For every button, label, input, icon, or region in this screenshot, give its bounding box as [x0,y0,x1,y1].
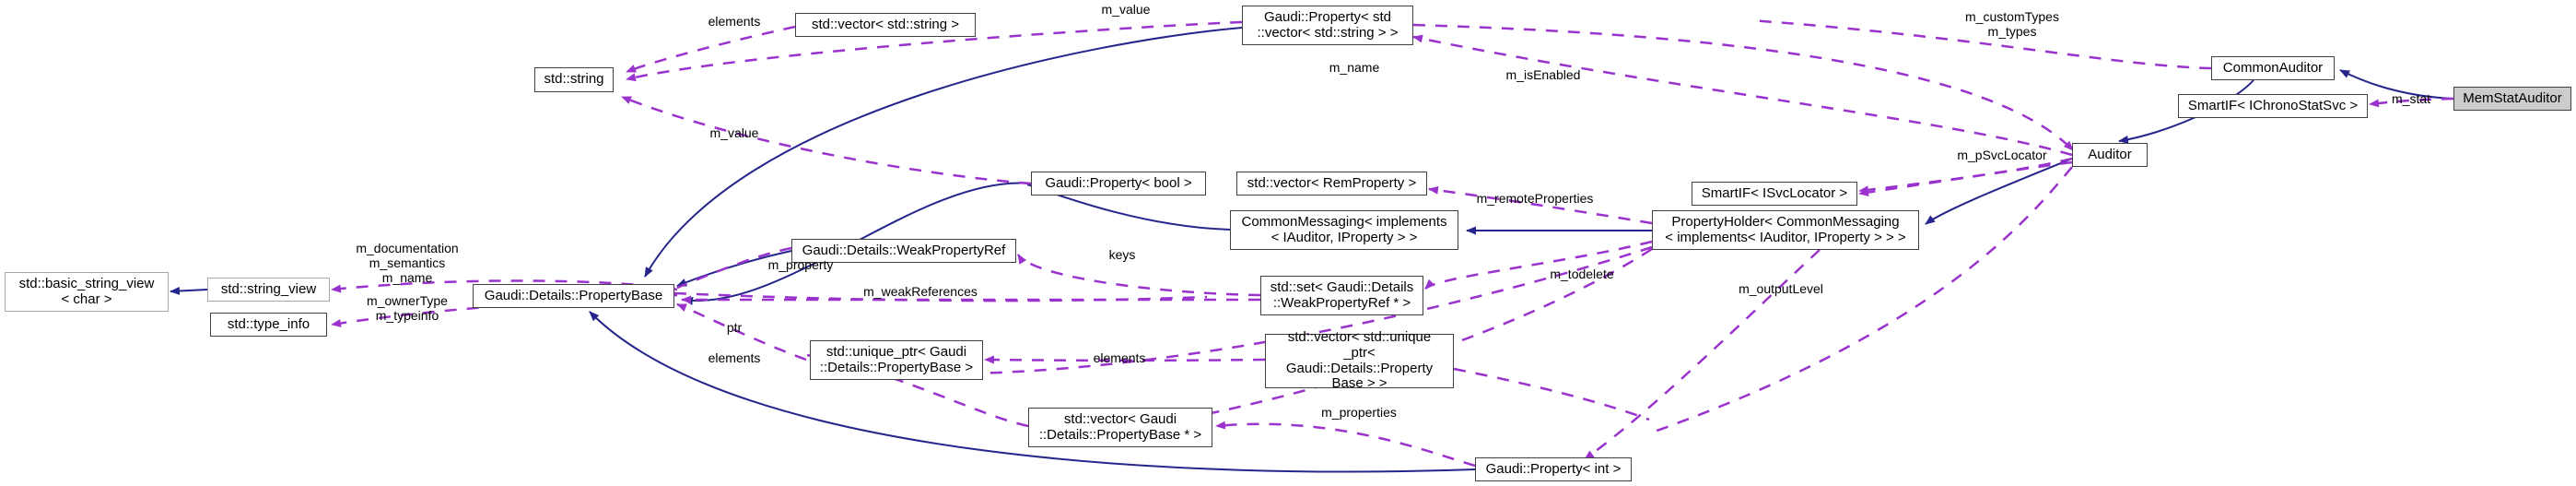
edge-label-m_documentation: m_documentation m_semantics m_name [356,241,459,285]
edge-label-m_value-top: m_value [1101,2,1151,17]
edge-label-m_weakReferences: m_weakReferences [863,284,978,299]
class-node-vector_propertybase_ptr[interactable]: std::vector< Gaudi ::Details::PropertyBa… [1028,408,1212,447]
class-node-type_info[interactable]: std::type_info [210,313,327,337]
edge-label-ptr: ptr [726,320,743,335]
class-node-commonauditor[interactable]: CommonAuditor [2211,56,2335,80]
class-node-set_weakpropertyref[interactable]: std::set< Gaudi::Details ::WeakPropertyR… [1260,276,1423,315]
class-node-property_int[interactable]: Gaudi::Property< int > [1475,457,1632,481]
class-node-basic_string_view[interactable]: std::basic_string_view < char > [5,272,169,312]
class-node-vector_remproperty[interactable]: std::vector< RemProperty > [1236,172,1427,196]
edge-label-m_isEnabled: m_isEnabled [1505,67,1581,82]
class-node-memstatauditor[interactable]: MemStatAuditor [2453,87,2571,111]
edge-label-keys: keys [1108,247,1136,262]
class-node-string_view[interactable]: std::string_view [207,278,330,302]
edge-label-m_pSvcLocator: m_pSvcLocator [1957,148,2047,162]
class-node-smartif_isvclocator[interactable]: SmartIF< ISvcLocator > [1692,182,1857,206]
class-node-vector_string[interactable]: std::vector< std::string > [795,13,976,37]
class-node-propertybase[interactable]: Gaudi::Details::PropertyBase [473,284,674,308]
edge-label-m_ownerType: m_ownerType m_typeinfo [367,293,448,323]
edge-label-elements-top: elements [708,14,761,29]
class-node-property_vector_string[interactable]: Gaudi::Property< std ::vector< std::stri… [1242,6,1413,45]
edge-label-m_outputLevel: m_outputLevel [1739,281,1823,296]
class-node-weakpropertyref[interactable]: Gaudi::Details::WeakPropertyRef [791,239,1016,263]
class-node-std_string[interactable]: std::string [534,67,614,92]
edge-label-m_stat: m_stat [2391,91,2431,106]
class-node-property_bool[interactable]: Gaudi::Property< bool > [1031,172,1206,196]
edge-label-m_customTypes: m_customTypes m_types [1965,9,2059,39]
class-node-unique_ptr_propertybase[interactable]: std::unique_ptr< Gaudi ::Details::Proper… [810,340,983,380]
edge-label-m_name: m_name [1329,60,1380,75]
class-node-propertyholder[interactable]: PropertyHolder< CommonMessaging < implem… [1652,210,1919,250]
class-node-commonmessaging[interactable]: CommonMessaging< implements < IAuditor, … [1230,210,1458,250]
edge-label-m_remoteProperties: m_remoteProperties [1476,191,1594,206]
class-node-auditor[interactable]: Auditor [2072,143,2148,167]
class-node-vector_unique_ptr[interactable]: std::vector< std::unique _ptr< Gaudi::De… [1265,329,1454,391]
edge-label-m_property: m_property [767,257,834,272]
class-node-smartif_ichronostatsvc[interactable]: SmartIF< IChronoStatSvc > [2178,94,2368,118]
edge-label-m_todelete: m_todelete [1550,267,1614,281]
edge-label-elements-low: elements [708,350,761,365]
edge-label-elements-mid: elements [1093,350,1146,365]
edge-label-m_value-left: m_value [709,125,759,140]
edge-label-m_properties: m_properties [1321,405,1397,420]
